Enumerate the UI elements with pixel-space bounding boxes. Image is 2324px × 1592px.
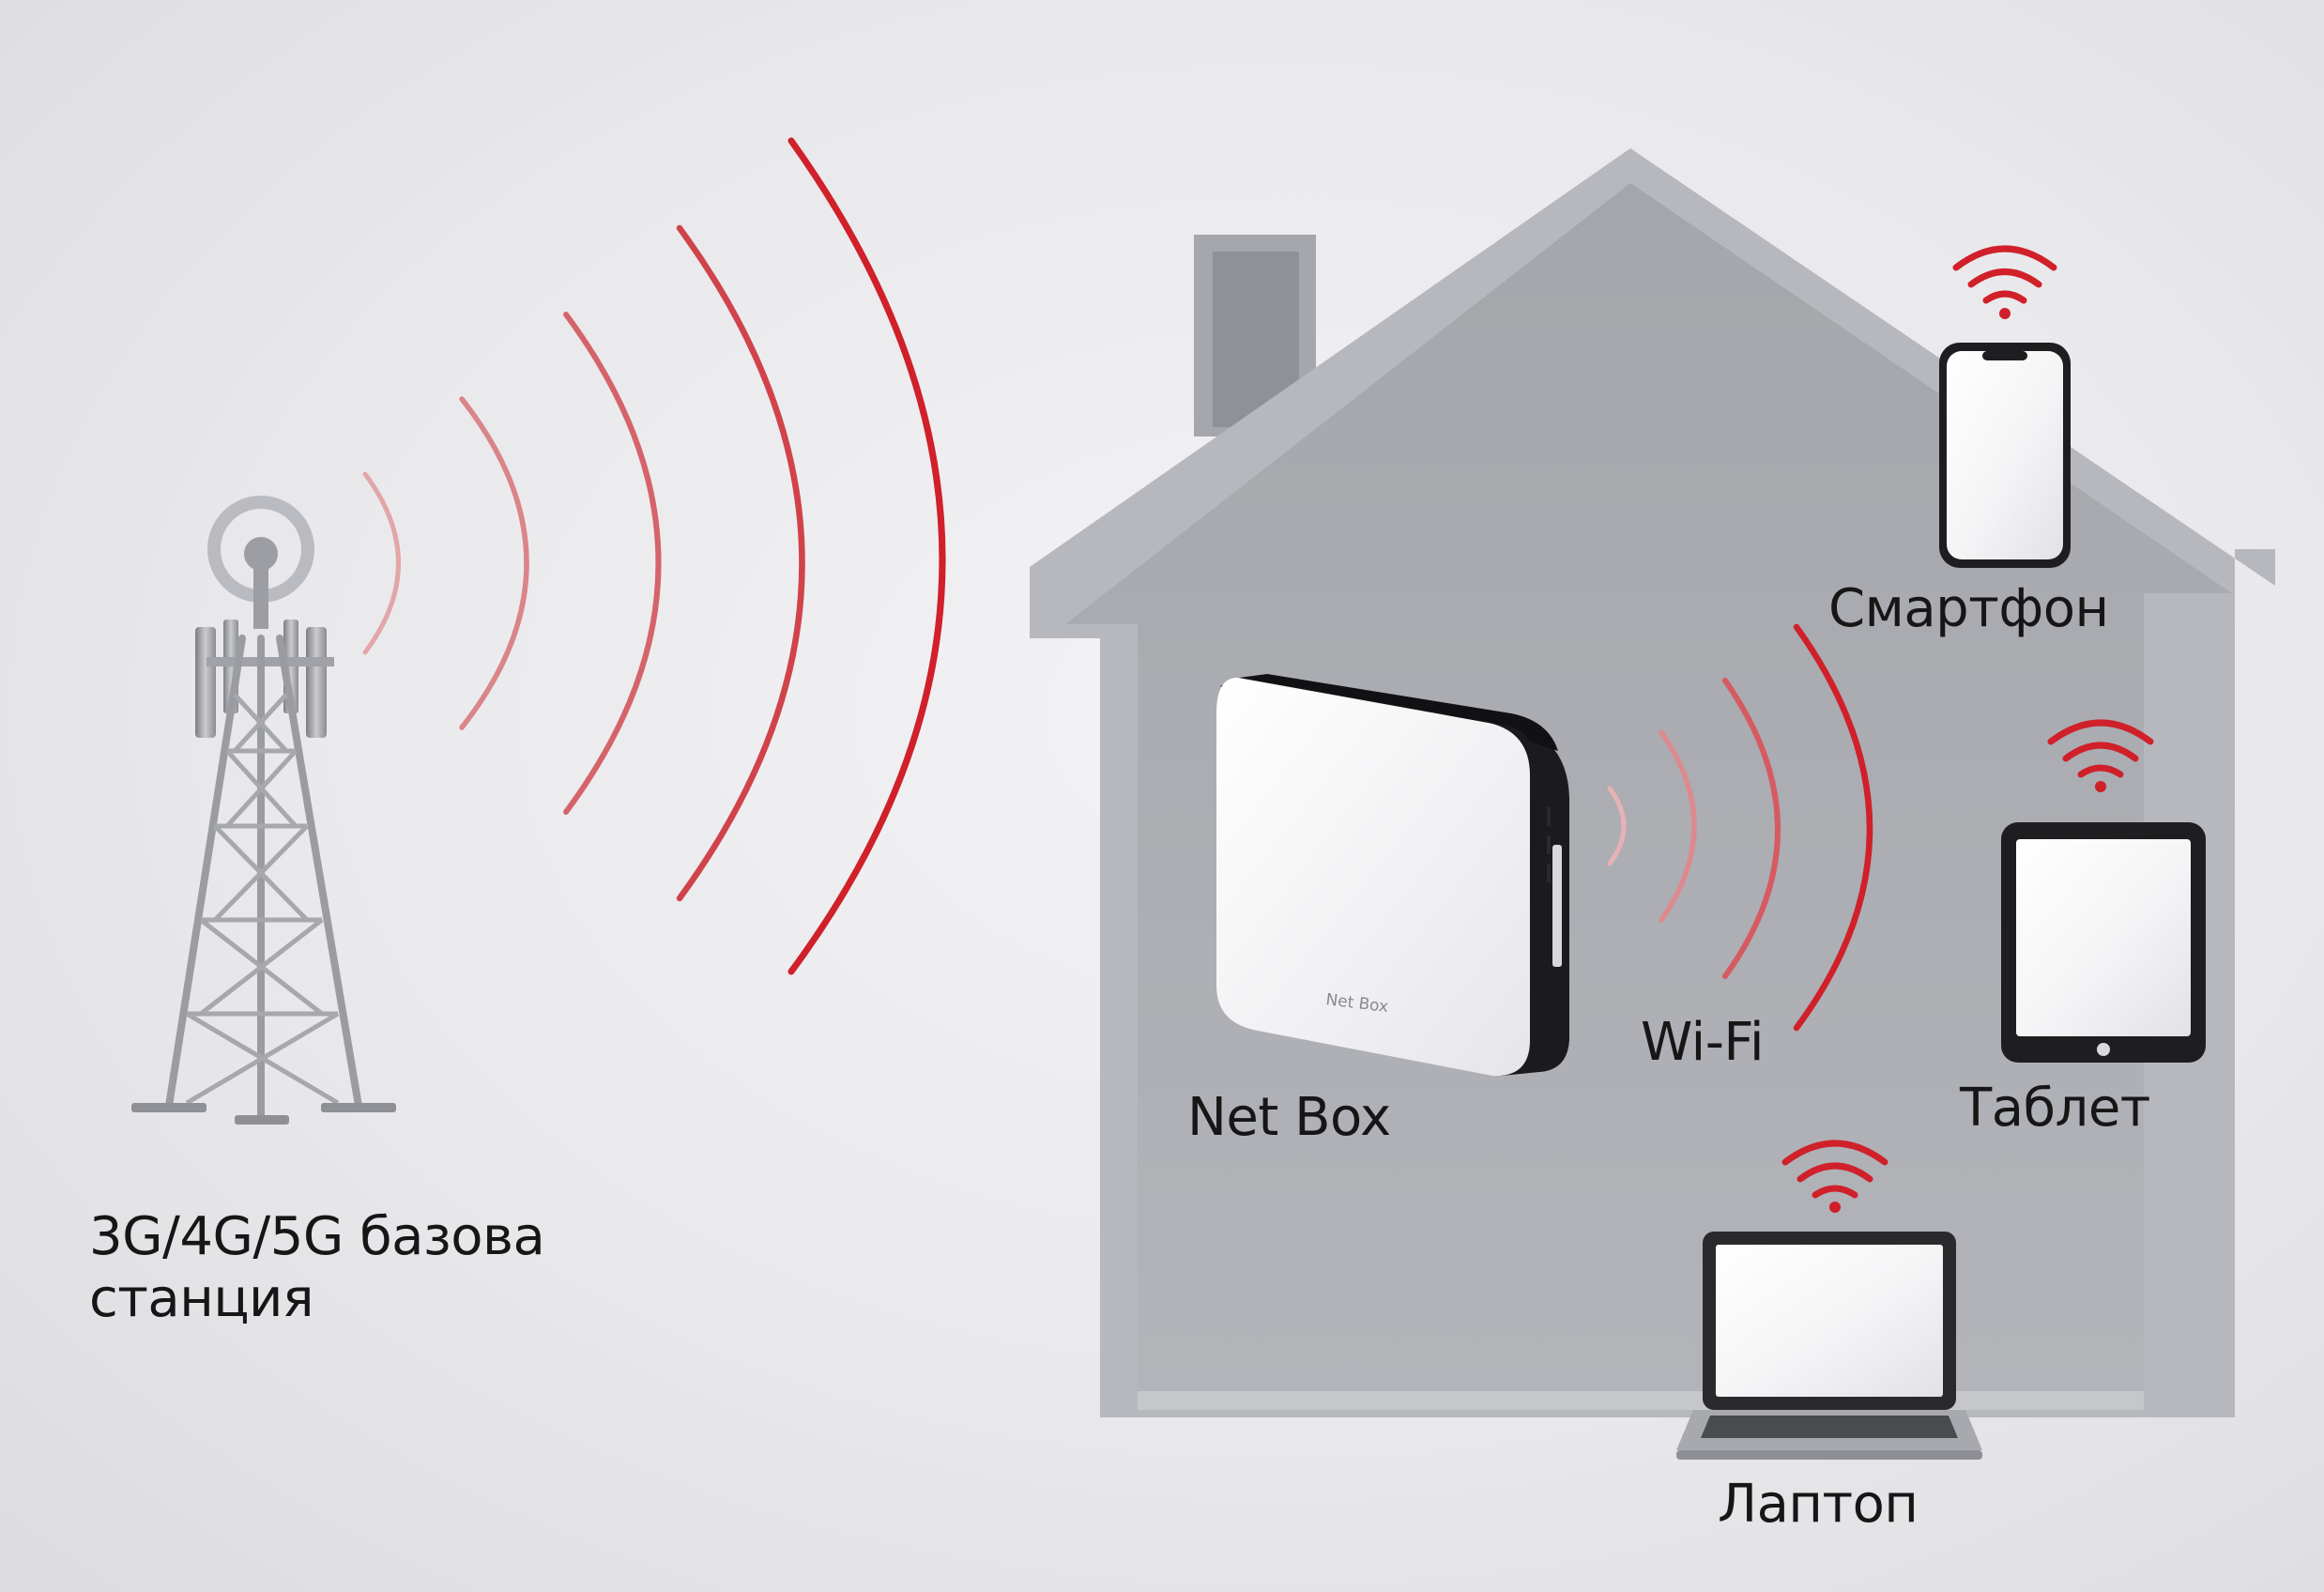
signal-arc-4: [676, 224, 805, 902]
wifi-arc-3: [1722, 678, 1781, 979]
router-wifi-waves: [1607, 623, 1873, 1032]
signal-arc-1: [362, 471, 401, 655]
wifi-icon: [1781, 1140, 1888, 1213]
cell-tower-icon: [131, 496, 396, 1125]
signal-arc-3: [563, 312, 662, 815]
laptop-label: Лаптоп: [1718, 1474, 1919, 1535]
smartphone-label: Смартфон: [1828, 578, 2109, 639]
base-station-label: 3G/4G/5G базова станция: [89, 1206, 545, 1330]
signal-arc-2: [459, 396, 529, 730]
netbox-label: Net Box: [1187, 1087, 1391, 1148]
smartphone-icon: [1939, 245, 2071, 568]
laptop-icon: [1676, 1140, 1982, 1460]
cellular-signal-waves: [362, 137, 946, 975]
base-station-label-line1: 3G/4G/5G базова: [89, 1206, 545, 1267]
tablet-icon: [2001, 719, 2206, 1063]
router-icon: Net Box: [1216, 674, 1569, 1077]
wifi-label: Wi-Fi: [1641, 1012, 1765, 1073]
wifi-arc-4: [1793, 623, 1873, 1032]
tablet-label: Таблет: [1960, 1078, 2150, 1139]
base-station-label-line2: станция: [89, 1268, 314, 1330]
wifi-arc-2: [1659, 729, 1697, 923]
wifi-icon: [1952, 245, 2057, 319]
wifi-arc-1: [1607, 786, 1627, 866]
wifi-icon: [2047, 719, 2154, 792]
signal-arc-5: [787, 137, 946, 975]
